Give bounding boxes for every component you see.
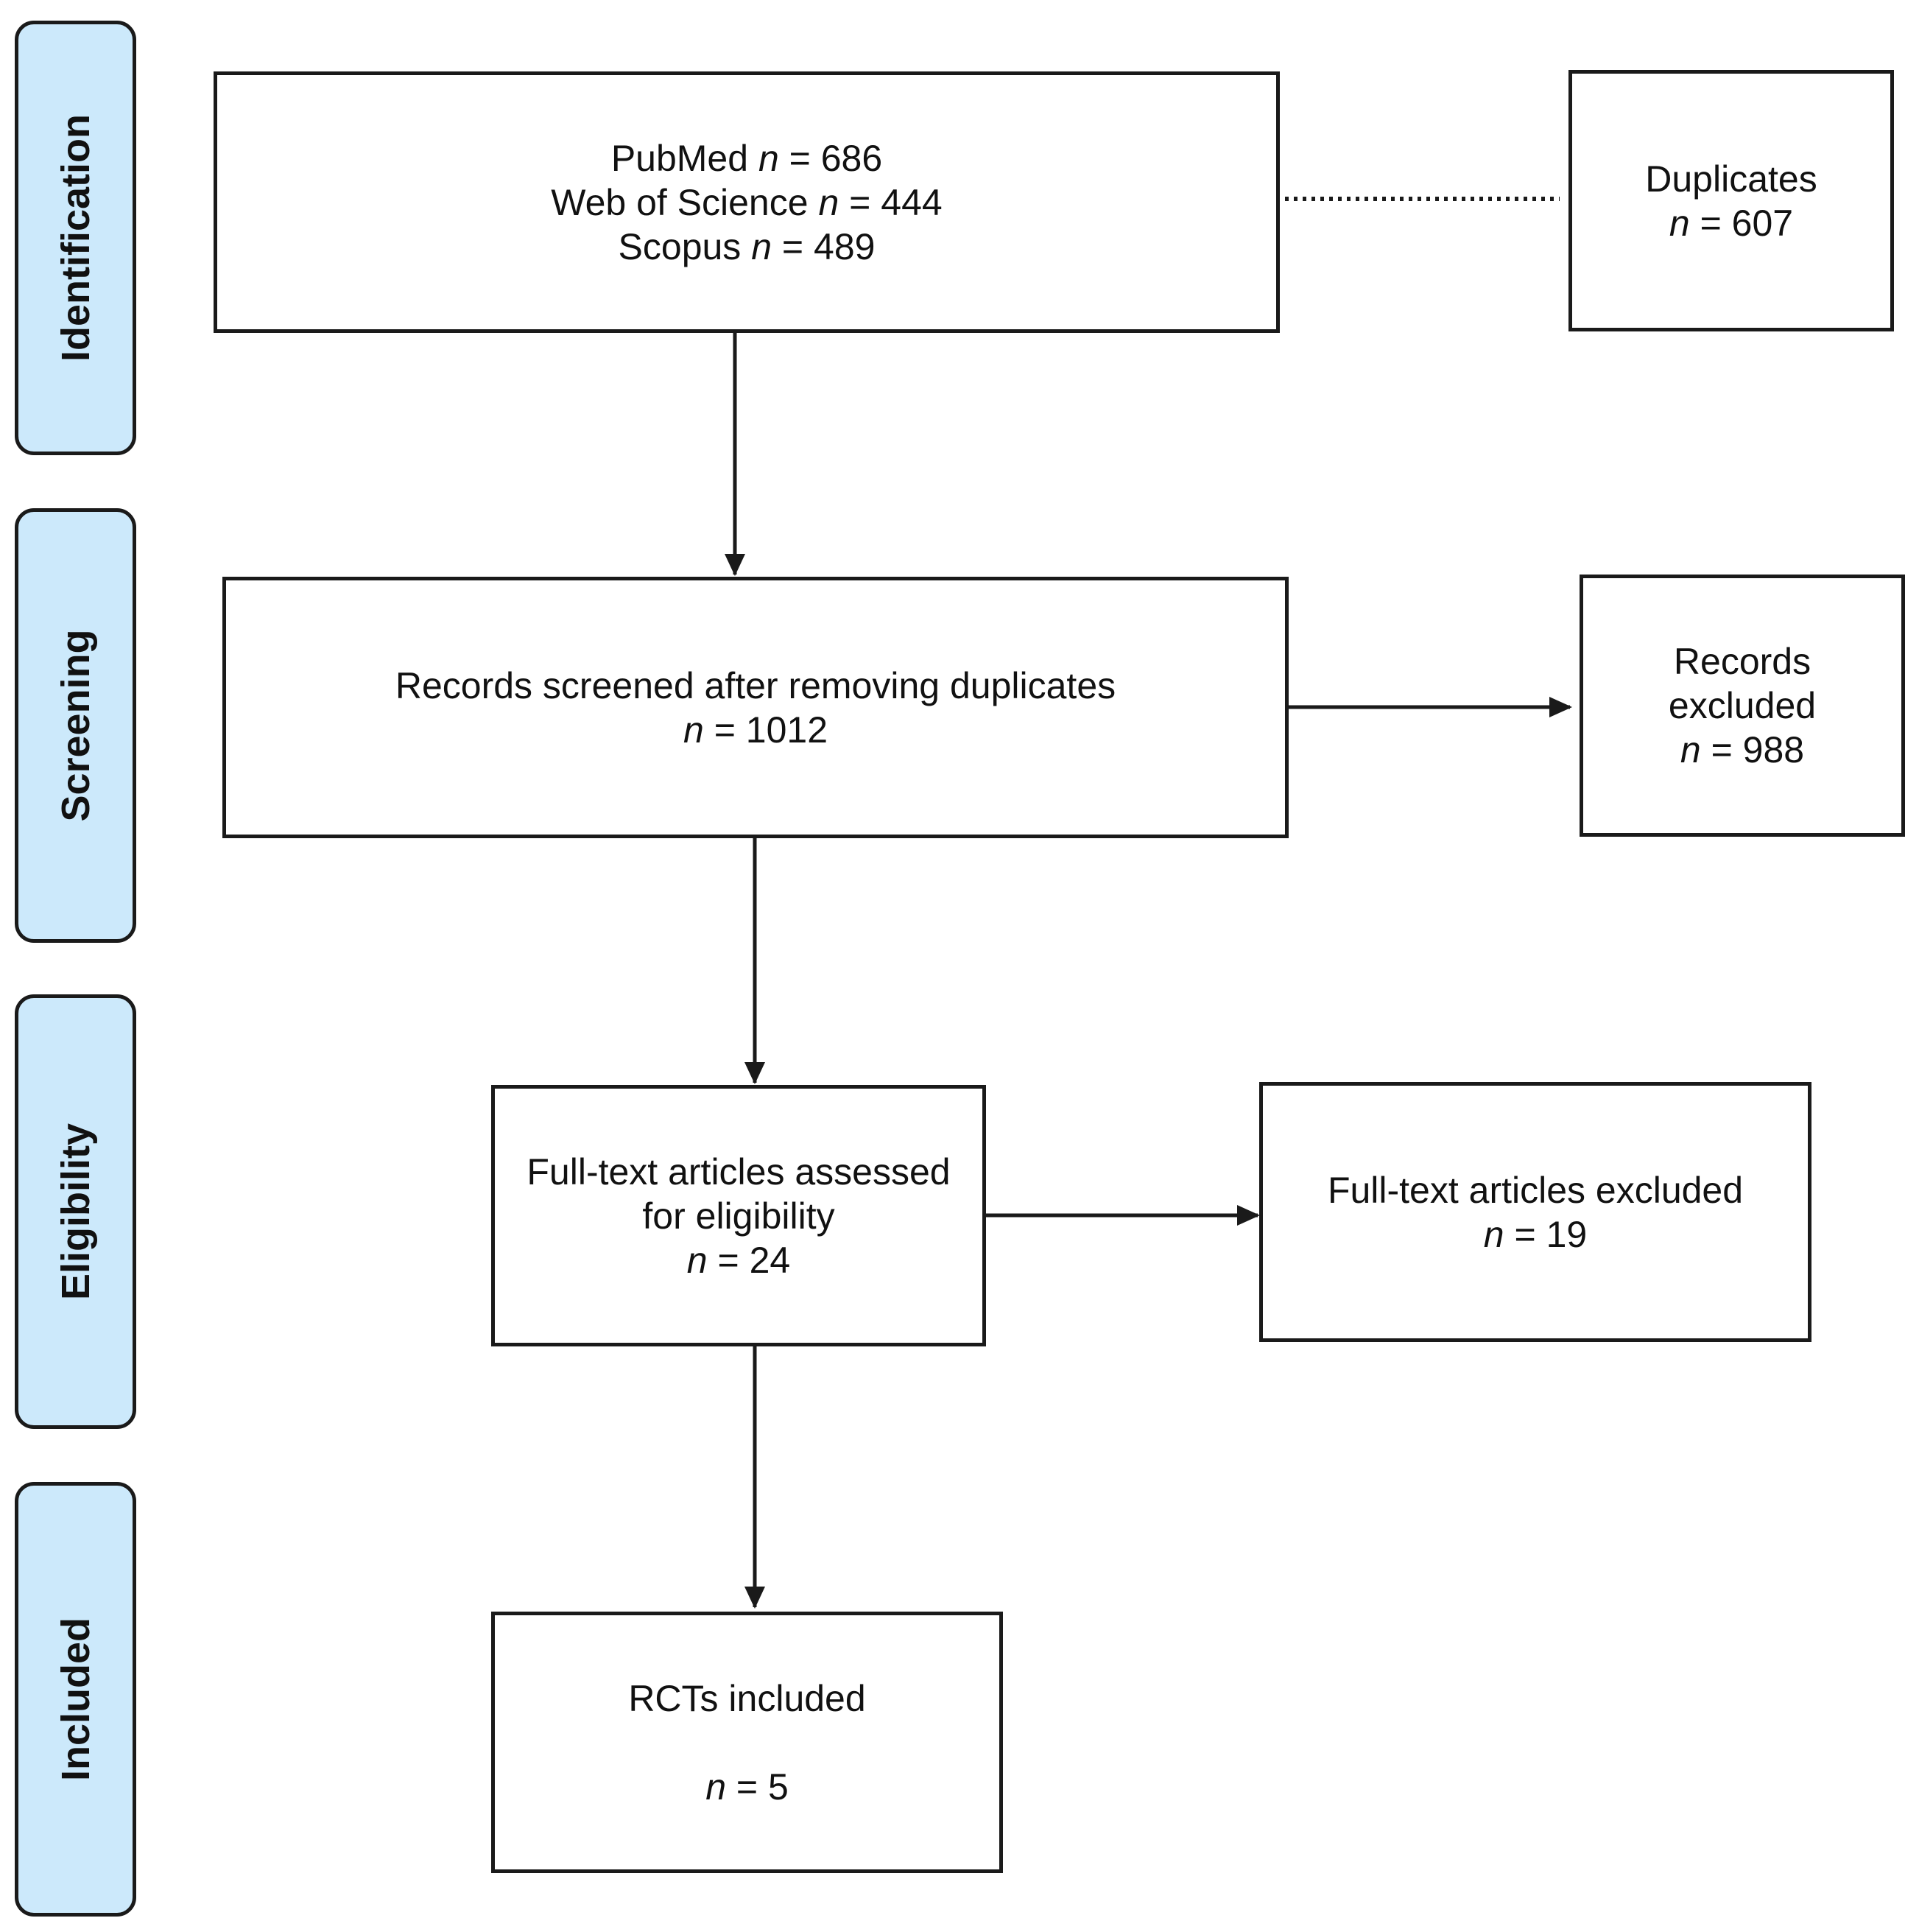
records-excluded-count: n = 988 — [1680, 729, 1805, 770]
arrowhead-assessed-to-excluded — [1237, 1205, 1260, 1226]
arrowhead-screened-to-excluded — [1549, 697, 1572, 717]
stage-tab-eligibility: Eligibility — [15, 994, 136, 1429]
identification-sources-box: PubMed n = 686 Web of Science n = 444 Sc… — [214, 71, 1280, 333]
arrowhead-eligibility-to-included — [744, 1587, 765, 1609]
rcts-included-box: RCTs included n = 5 — [491, 1612, 1003, 1873]
fulltext-excluded-count: n = 19 — [1483, 1213, 1588, 1255]
fulltext-excluded-box: Full-text articles excluded n = 19 — [1259, 1082, 1811, 1342]
fulltext-assessed-count: n = 24 — [686, 1239, 791, 1281]
duplicates-count: n = 607 — [1669, 202, 1794, 244]
scopus-count: Scopus n = 489 — [618, 225, 876, 267]
records-excluded-label-line1: Records — [1673, 641, 1811, 682]
fulltext-assessed-label-line2: for eligibility — [642, 1195, 835, 1237]
fulltext-assessed-label-line1: Full-text articles assessed — [527, 1151, 951, 1192]
stage-tab-identification: Identification — [15, 21, 136, 455]
stage-label-screening: Screening — [53, 629, 98, 822]
records-screened-box: Records screened after removing duplicat… — [222, 577, 1289, 838]
records-excluded-box: Records excluded n = 988 — [1580, 575, 1905, 837]
web-of-science-count: Web of Science n = 444 — [551, 181, 943, 223]
stage-label-identification: Identification — [53, 114, 98, 362]
stage-label-included: Included — [53, 1617, 98, 1782]
records-excluded-label-line2: excluded — [1668, 685, 1817, 726]
rcts-included-count: n = 5 — [705, 1766, 789, 1808]
fulltext-excluded-label: Full-text articles excluded — [1327, 1169, 1744, 1211]
rcts-included-label: RCTs included — [628, 1677, 866, 1719]
duplicates-box: Duplicates n = 607 — [1568, 70, 1894, 331]
pubmed-count: PubMed n = 686 — [610, 137, 883, 179]
records-screened-label: Records screened after removing duplicat… — [395, 664, 1116, 706]
arrowhead-screening-to-eligibility — [744, 1062, 765, 1084]
duplicates-label: Duplicates — [1645, 158, 1817, 200]
arrowhead-identification-to-screening — [725, 554, 745, 576]
fulltext-assessed-box: Full-text articles assessed for eligibil… — [491, 1085, 986, 1346]
stage-tab-screening: Screening — [15, 508, 136, 943]
stage-label-eligibility: Eligibility — [53, 1123, 98, 1301]
stage-tab-included: Included — [15, 1482, 136, 1917]
records-screened-count: n = 1012 — [683, 709, 828, 751]
